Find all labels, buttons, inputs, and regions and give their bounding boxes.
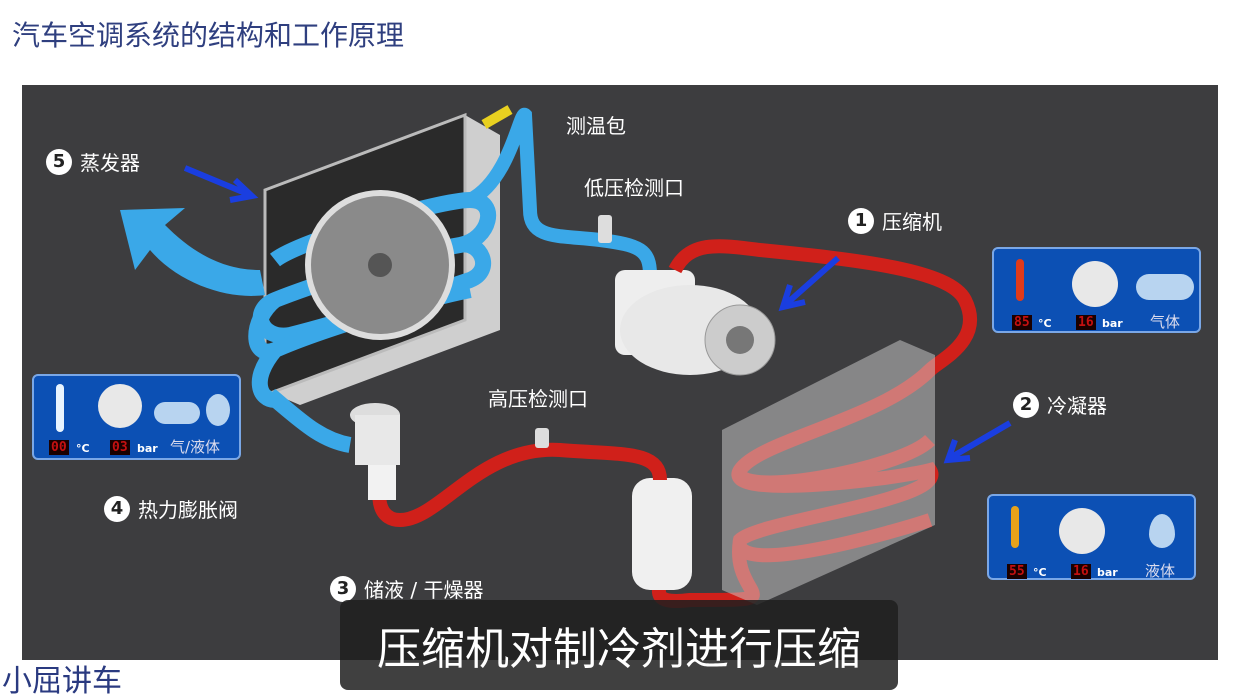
thermometer-icon bbox=[56, 384, 64, 432]
page-title: 汽车空调系统的结构和工作原理 bbox=[12, 19, 405, 52]
compressor bbox=[615, 270, 776, 376]
cloud-icon bbox=[154, 402, 200, 424]
gauge-icon bbox=[98, 384, 142, 428]
evaporator bbox=[248, 112, 500, 453]
gauge-icon bbox=[1059, 508, 1105, 554]
high-port bbox=[535, 428, 549, 448]
cold-air-arrow bbox=[120, 208, 265, 296]
thermometer-icon bbox=[1011, 506, 1019, 548]
status-box-evaporator-in: 00 °C 03 bar 气/液体 bbox=[32, 374, 241, 460]
high-port-label: 高压检测口 bbox=[488, 387, 588, 411]
droplet-icon bbox=[1149, 514, 1175, 548]
status-box-compressor-out: 85 °C 16 bar 气体 bbox=[992, 247, 1201, 333]
cloud-icon bbox=[1136, 274, 1194, 300]
condenser bbox=[722, 340, 935, 605]
expansion-valve bbox=[350, 403, 400, 500]
thermometer-icon bbox=[1016, 259, 1024, 301]
watermark: 小屈讲车 bbox=[2, 664, 122, 699]
status-box-condenser-out: 55 °C 16 bar 液体 bbox=[987, 494, 1196, 580]
droplet-icon bbox=[206, 394, 230, 426]
flow-arrows bbox=[183, 165, 1012, 464]
receiver-dryer bbox=[632, 478, 692, 590]
sensor-label: 测温包 bbox=[566, 114, 626, 138]
video-subtitle: 压缩机对制冷剂进行压缩 bbox=[340, 600, 898, 690]
gauge-icon bbox=[1072, 261, 1118, 307]
sensor-bulb bbox=[481, 105, 513, 129]
low-port-label: 低压检测口 bbox=[584, 176, 684, 200]
suction-line bbox=[466, 107, 657, 276]
liquid-line bbox=[372, 442, 667, 528]
low-port bbox=[598, 215, 612, 243]
